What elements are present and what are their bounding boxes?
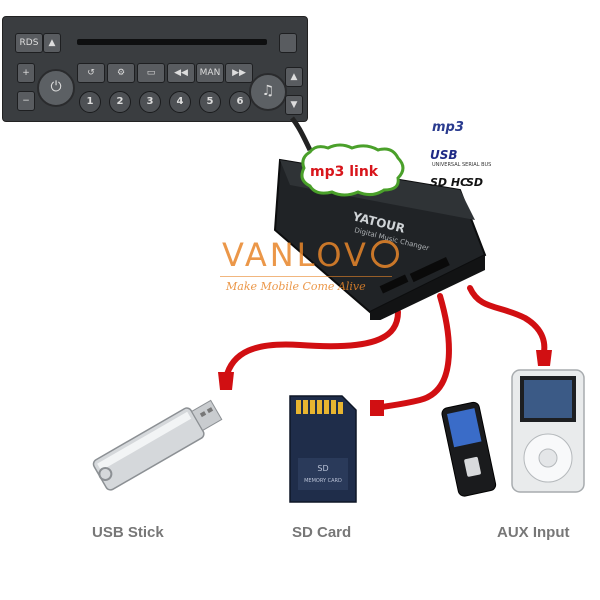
function-button-3[interactable]: ▭ [137, 63, 165, 83]
right-knob[interactable]: ♫ [249, 73, 287, 111]
usb-port [379, 274, 409, 294]
aux-cable [467, 285, 548, 355]
function-button-2[interactable]: ⚙ [107, 63, 135, 83]
preset-3-button[interactable]: 3 [139, 91, 161, 113]
function-button-1[interactable]: ↺ [77, 63, 105, 83]
caption-usb-stick: USB Stick [92, 524, 164, 541]
usb-logo-subtitle: UNIVERSAL SERIAL BUS [432, 162, 492, 168]
preset-2-button[interactable]: 2 [109, 91, 131, 113]
preset-5-button[interactable]: 5 [199, 91, 221, 113]
power-knob[interactable]: ⏻ [37, 69, 75, 107]
usb-cable [223, 309, 401, 381]
brand-watermark: VANLOV [222, 236, 399, 274]
rewind-button[interactable]: ◀◀ [167, 63, 195, 83]
mp3-player-image [441, 401, 497, 497]
man-button[interactable]: MAN [196, 63, 224, 83]
usb-stick-image [92, 399, 223, 491]
mp3-link-bubble [300, 143, 405, 197]
ipod-image [511, 369, 585, 493]
seek-down-button[interactable]: ▼ [285, 95, 303, 115]
eject-button[interactable]: ▲ [43, 33, 61, 53]
sd-card-image: SD MEMORY CARD [289, 395, 357, 503]
mp3-link-label: mp3 link [310, 164, 379, 180]
preset-4-button[interactable]: 4 [169, 91, 191, 113]
sd-card-sublabel: MEMORY CARD [304, 478, 342, 484]
preset-1-button[interactable]: 1 [79, 91, 101, 113]
sd-slot [409, 257, 450, 283]
eject-small-button[interactable] [279, 33, 297, 53]
sdhc-logo: SD HC [430, 176, 469, 189]
sd-cable [375, 293, 452, 411]
fast-forward-button[interactable]: ▶▶ [225, 63, 253, 83]
caption-aux-input: AUX Input [497, 524, 570, 541]
volume-up-button[interactable]: + [17, 63, 35, 83]
radio-cable [290, 116, 313, 152]
cd-slot [77, 39, 267, 45]
aux-cable-plug [536, 350, 552, 366]
brand-underline [220, 276, 392, 277]
mp3-logo: mp3 [432, 120, 464, 135]
sd-logo: SD [466, 176, 484, 189]
rds-button[interactable]: RDS [15, 33, 43, 53]
brand-slogan: Make Mobile Come Alive [226, 280, 366, 293]
brand-o-icon [370, 240, 399, 268]
usb-cable-plug [218, 372, 234, 390]
volume-down-button[interactable]: − [17, 91, 35, 111]
seek-up-button[interactable]: ▲ [285, 67, 303, 87]
sd-cable-plug [370, 400, 384, 416]
preset-6-button[interactable]: 6 [229, 91, 251, 113]
caption-sd-card: SD Card [292, 524, 352, 541]
sd-card-label: SD [317, 464, 328, 473]
car-radio-faceplate: RDS ▲ + − ⏻ ↺ ⚙ ▭ ◀◀ MAN ▶▶ 1 2 3 4 5 6 … [2, 16, 308, 122]
usb-logo: USB [430, 148, 458, 162]
